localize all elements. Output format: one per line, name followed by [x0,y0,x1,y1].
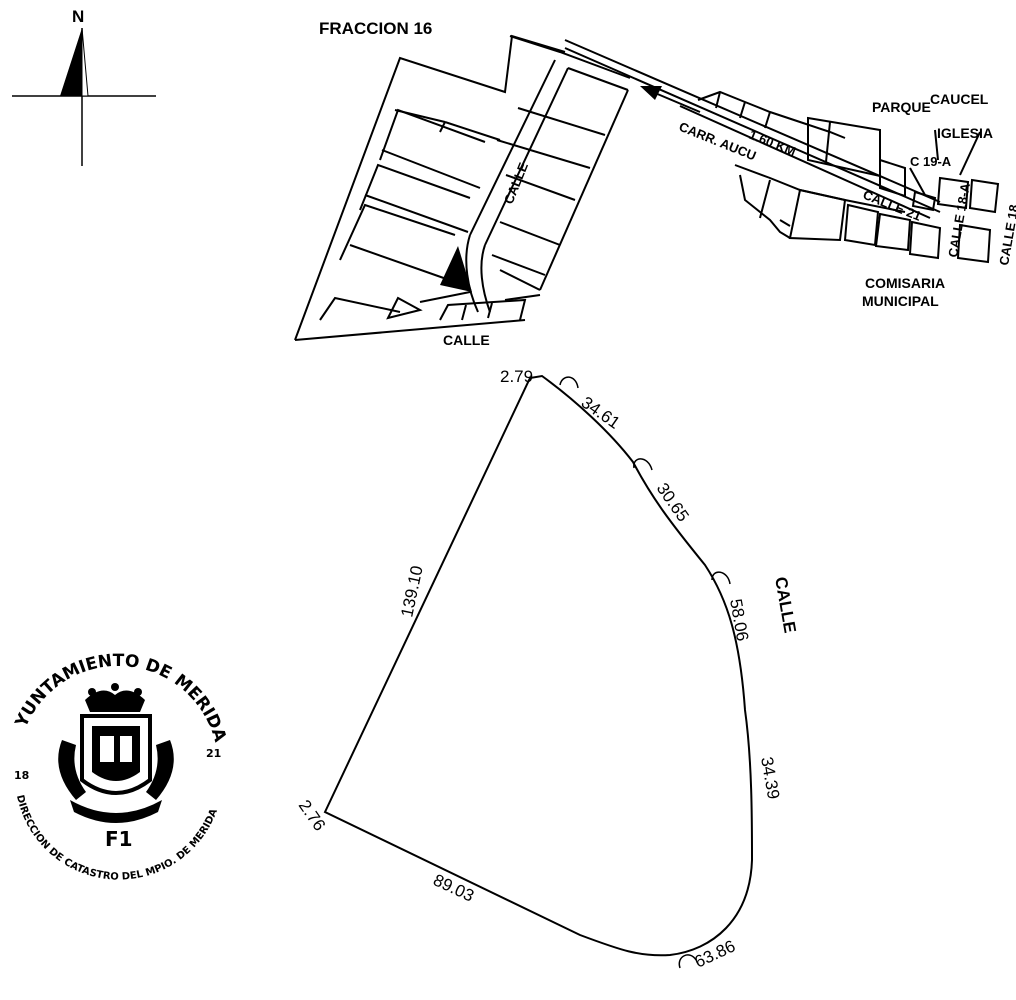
municipal-seal: YUNTAMIENTO DE MERIDA 18 21 DIRECCION DE… [11,651,230,883]
caucel-town-blocks [697,90,1000,264]
seal-year-right: 21 [206,747,221,760]
label-comisaria-line1: COMISARIA [865,275,945,291]
north-label: N [72,7,84,26]
label-comisaria-line2: MUNICIPAL [862,293,939,309]
street-label-calle-bottom: CALLE [443,332,490,348]
seal-code: F1 [105,827,133,851]
dim-side-south: 89.03 [430,870,477,905]
north-arrow-head [60,28,82,96]
coat-of-arms-icon [58,683,174,823]
dim-arc2: 30.65 [653,479,693,525]
street-label-calle-parcel: CALLE [771,575,800,634]
dim-arc3: 58.06 [726,597,752,642]
fraccion-block-map [294,34,631,341]
label-iglesia: IGLESIA [937,125,993,141]
dim-bottom-corner: 2.76 [295,796,330,834]
direction-arrow [640,86,701,113]
map-title: FRACCION 16 [319,19,432,38]
dim-side-west: 139.10 [397,564,426,619]
label-parque: PARQUE [872,99,931,115]
road-label: CARR. AUCU [677,119,759,164]
town-caucel: CAUCEL [930,91,989,107]
north-arrow: N [12,7,156,166]
street-label-calle18: CALLE 18 [996,203,1016,266]
parcel-outline [323,374,754,957]
street-label-calle18a: CALLE 18-A [945,181,973,258]
dim-top-corner: 2.79 [500,367,533,386]
arc-markers [559,376,731,969]
seal-year-left: 18 [14,769,29,782]
subject-lot-marker [440,246,472,292]
dim-side-east: 34.39 [757,755,783,800]
street-label-c19a: C 19-A [910,154,952,169]
dim-arc-south: 63.86 [692,936,739,971]
